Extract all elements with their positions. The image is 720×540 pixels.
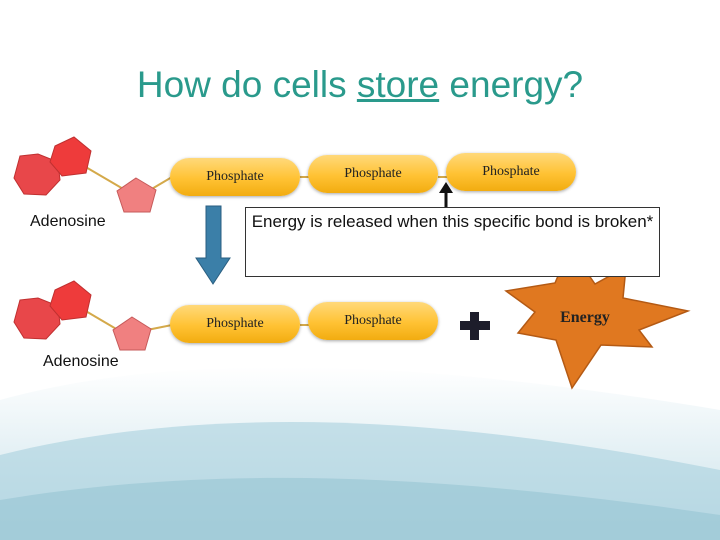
- plus-icon-bar: [460, 321, 490, 330]
- bond-note-box: Energy is released when this specific bo…: [245, 207, 660, 277]
- phosphate-top-3: Phosphate: [446, 153, 576, 191]
- bond-line: [149, 176, 173, 191]
- phosphate-bottom-2: Phosphate: [308, 302, 438, 340]
- down-arrow-icon: [195, 205, 231, 285]
- energy-label: Energy: [560, 309, 610, 326]
- phosphate-top-1: Phosphate: [170, 158, 300, 196]
- pentagon-shape: [49, 136, 92, 177]
- hexagon-shape: [13, 153, 61, 196]
- bond-line: [83, 309, 119, 331]
- title-underlined-word: store: [356, 64, 440, 105]
- sugar-pentagon: [112, 316, 152, 351]
- page-title: How do cells store energy?: [136, 64, 584, 105]
- up-arrow-head: [439, 182, 453, 193]
- phosphate-top-2: Phosphate: [308, 155, 438, 193]
- adenosine-label-top: Adenosine: [30, 213, 106, 230]
- pentagon-shape: [49, 280, 92, 321]
- sugar-pentagon: [116, 177, 157, 213]
- phosphate-bottom-1: Phosphate: [170, 305, 300, 343]
- energy-burst-shape: [504, 246, 691, 390]
- bond-line: [83, 165, 126, 191]
- adenosine-label-bottom: Adenosine: [43, 353, 119, 370]
- hexagon-shape: [13, 297, 61, 340]
